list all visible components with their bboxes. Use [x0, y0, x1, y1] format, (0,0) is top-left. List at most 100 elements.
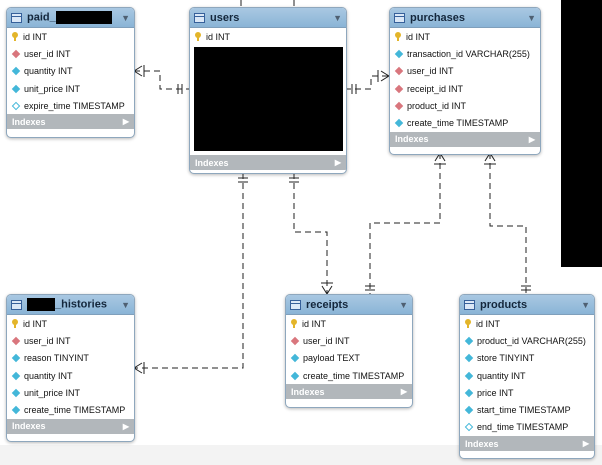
indexes-bar[interactable]: Indexes ▶: [286, 384, 412, 400]
one-mark-users-right: [351, 84, 357, 94]
primary-key-icon: [291, 319, 298, 329]
column-row[interactable]: create_time TIMESTAMP: [286, 367, 412, 384]
column-row[interactable]: price INT: [460, 384, 594, 401]
redacted-columns: [194, 47, 343, 152]
one-mark-products: [521, 285, 531, 291]
not-null-column-icon: [290, 371, 300, 380]
column-row[interactable]: quantity INT: [7, 63, 134, 80]
column-label: id INT: [406, 31, 431, 42]
column-row[interactable]: reason TINYINT: [7, 350, 134, 367]
table-title: _histories: [27, 298, 121, 311]
chevron-down-icon[interactable]: ▼: [581, 299, 590, 310]
chevron-down-icon[interactable]: ▼: [333, 12, 342, 23]
foreign-key-icon: [11, 336, 21, 346]
column-row[interactable]: product_id INT: [390, 97, 540, 114]
indexes-bar[interactable]: Indexes▶: [7, 418, 134, 434]
column-label: user_id INT: [303, 335, 350, 346]
column-row[interactable]: unit_price INT: [7, 80, 134, 97]
column-label: create_time TIMESTAMP: [303, 370, 405, 381]
table-header[interactable]: _histories ▼: [7, 295, 134, 315]
chevron-down-icon[interactable]: ▼: [121, 12, 130, 23]
column-row[interactable]: quantity INT: [460, 367, 594, 384]
indexes-label: Indexes: [465, 438, 499, 449]
column-label: reason TINYINT: [24, 353, 89, 364]
column-row[interactable]: id INT: [390, 28, 540, 45]
column-row[interactable]: user_id INT: [390, 63, 540, 80]
one-mark-users-bottom-a: [238, 177, 248, 183]
column-label: store TINYINT: [477, 353, 535, 364]
foreign-key-icon: [394, 66, 404, 76]
table-icon: [464, 299, 475, 310]
primary-key-icon: [12, 319, 19, 329]
chevron-down-icon[interactable]: ▼: [527, 12, 536, 23]
column-row[interactable]: user_id INT: [286, 332, 412, 349]
column-row[interactable]: user_id INT: [7, 45, 134, 62]
expand-arrow-icon[interactable]: ▶: [334, 158, 341, 168]
nullable-column-icon: [11, 101, 21, 111]
column-label: user_id INT: [24, 335, 71, 346]
column-row[interactable]: product_id VARCHAR(255): [460, 332, 594, 349]
column-row[interactable]: start_time TIMESTAMP: [460, 401, 594, 418]
expand-arrow-icon[interactable]: ▶: [582, 439, 589, 449]
table-paid[interactable]: paid_ ▼ id INT user_id INT quantity INT …: [6, 7, 135, 138]
column-row[interactable]: id INT: [7, 28, 134, 45]
column-row[interactable]: quantity INT: [7, 367, 134, 384]
canvas-bottom-strip: [0, 445, 602, 465]
table-header[interactable]: receipts ▼: [286, 295, 412, 315]
table-header[interactable]: products ▼: [460, 295, 594, 315]
table-users[interactable]: users ▼ id INT Indexes▶: [189, 7, 347, 174]
indexes-label: Indexes: [291, 386, 325, 397]
not-null-column-icon: [11, 66, 21, 76]
table-histories[interactable]: _histories ▼ id INT user_id INT reason T…: [6, 294, 135, 442]
link-purchases-receipts: [369, 153, 441, 294]
column-row[interactable]: id INT: [460, 315, 594, 332]
column-row[interactable]: payload TEXT: [286, 350, 412, 367]
crow-foot-purchases: [377, 70, 390, 82]
expand-arrow-icon[interactable]: ▶: [122, 117, 129, 127]
column-row[interactable]: transaction_id VARCHAR(255): [390, 45, 540, 62]
table-receipts[interactable]: receipts ▼ id INT user_id INT payload TE…: [285, 294, 413, 408]
primary-key-icon: [395, 32, 402, 42]
column-row[interactable]: end_time TIMESTAMP: [460, 419, 594, 436]
link-users-histories: [134, 173, 244, 369]
column-label: id INT: [23, 31, 48, 42]
column-row[interactable]: receipt_id INT: [390, 80, 540, 97]
column-row[interactable]: unit_price INT: [7, 384, 134, 401]
column-label: quantity INT: [24, 66, 73, 77]
column-row[interactable]: expire_time TIMESTAMP: [7, 97, 134, 114]
table-purchases[interactable]: purchases ▼ id INT transaction_id VARCHA…: [389, 7, 541, 155]
column-row[interactable]: user_id INT: [7, 332, 134, 349]
expand-arrow-icon[interactable]: ▶: [528, 134, 535, 144]
indexes-bar[interactable]: Indexes ▶: [460, 436, 594, 452]
table-header[interactable]: users ▼: [190, 8, 346, 28]
table-header[interactable]: purchases ▼: [390, 8, 540, 28]
column-row[interactable]: create_time TIMESTAMP: [7, 401, 134, 418]
primary-key-icon: [465, 319, 472, 329]
column-row[interactable]: id INT: [286, 315, 412, 332]
column-row[interactable]: store TINYINT: [460, 350, 594, 367]
table-products[interactable]: products ▼ id INT product_id VARCHAR(255…: [459, 294, 595, 459]
nullable-column-icon: [464, 423, 474, 432]
column-row[interactable]: id INT: [190, 28, 346, 45]
column-label: start_time TIMESTAMP: [477, 405, 571, 416]
column-label: create_time TIMESTAMP: [407, 118, 509, 129]
indexes-label: Indexes: [12, 116, 46, 127]
column-row[interactable]: create_time TIMESTAMP: [390, 114, 540, 131]
link-users-top: [240, 0, 295, 6]
table-title: receipts: [306, 298, 349, 311]
table-title: products: [480, 298, 528, 311]
indexes-bar[interactable]: Indexes ▶: [7, 114, 134, 130]
crow-foot-paid: [133, 65, 145, 77]
chevron-down-icon[interactable]: ▼: [399, 299, 408, 310]
column-label: quantity INT: [24, 370, 73, 381]
indexes-bar[interactable]: Indexes▶: [390, 131, 540, 147]
chevron-down-icon[interactable]: ▼: [121, 299, 130, 310]
expand-arrow-icon[interactable]: ▶: [122, 421, 129, 431]
expand-arrow-icon[interactable]: ▶: [400, 387, 407, 397]
indexes-bar[interactable]: Indexes▶: [190, 155, 346, 171]
foreign-key-icon: [394, 101, 404, 111]
column-row[interactable]: id INT: [7, 315, 134, 332]
column-label: price INT: [477, 387, 514, 398]
table-header[interactable]: paid_ ▼: [7, 8, 134, 28]
